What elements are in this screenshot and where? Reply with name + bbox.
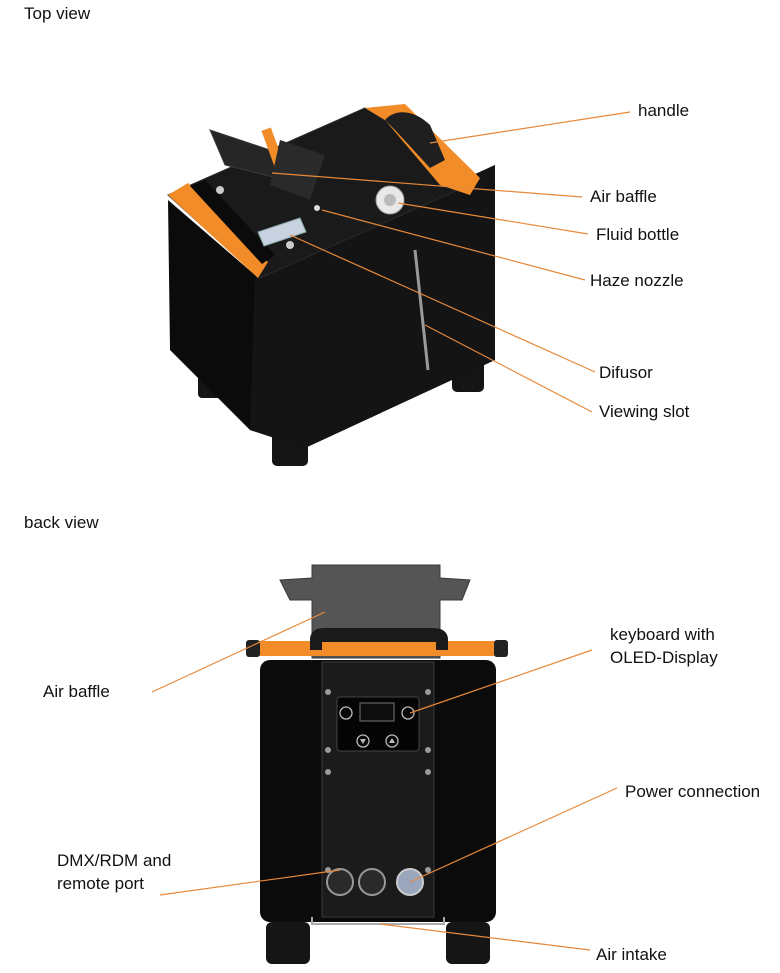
top-orange-frame-left (168, 183, 268, 278)
back-view-device (246, 564, 508, 964)
label-air-intake: Air intake (596, 945, 667, 964)
top-leader-lines (271, 111, 631, 413)
label-haze-nozzle: Haze nozzle (590, 271, 684, 290)
label-keyboard-line2: OLED-Display (610, 648, 718, 667)
label-power-connection: Power connection (625, 782, 761, 801)
label-dmx-line1: DMX/RDM and (57, 851, 172, 870)
top-view-title: Top view (24, 4, 91, 23)
label-back-air-baffle: Air baffle (43, 682, 110, 701)
back-up-button-icon (385, 734, 399, 748)
top-view-device (167, 104, 495, 466)
back-down-button-icon (356, 734, 370, 748)
top-handle (385, 112, 445, 168)
back-foot-right (446, 922, 490, 964)
back-enter-button-icon (401, 706, 415, 720)
back-handle (310, 628, 448, 650)
back-oled-display (359, 702, 395, 722)
label-handle: handle (638, 101, 690, 120)
top-viewing-slot (413, 249, 430, 371)
back-dmx-out-connector (358, 868, 386, 896)
back-dmx-in-connector (326, 868, 354, 896)
label-keyboard-line1: keyboard with (610, 625, 715, 644)
back-view-title: back view (24, 513, 99, 532)
label-difusor: Difusor (599, 363, 653, 382)
back-orange-bar (248, 641, 506, 656)
label-fluid-bottle: Fluid bottle (596, 225, 680, 244)
back-foot-left (266, 922, 310, 964)
top-haze-nozzle (314, 205, 320, 211)
top-difusor (257, 217, 307, 247)
label-top-air-baffle: Air baffle (590, 187, 657, 206)
back-air-intake (311, 917, 445, 925)
back-menu-button-icon (339, 706, 353, 720)
label-dmx-line2: remote port (57, 874, 144, 893)
back-leader-lines (151, 611, 618, 951)
label-viewing-slot: Viewing slot (599, 402, 690, 421)
top-body-front-face (250, 165, 495, 448)
